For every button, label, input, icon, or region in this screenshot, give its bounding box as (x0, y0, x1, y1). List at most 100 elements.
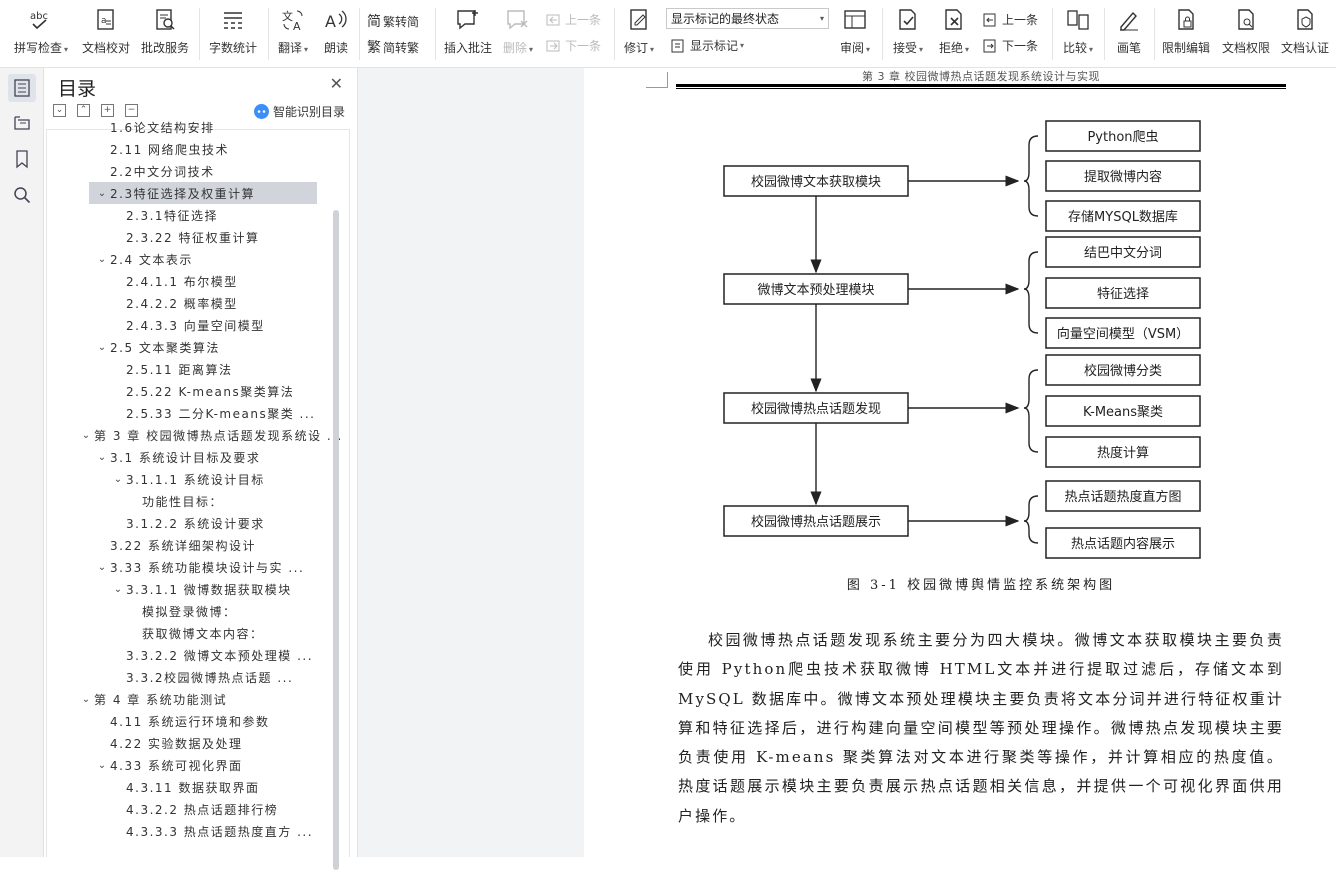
module-label: 校园微博热点话题展示 (751, 514, 881, 530)
expand-up-icon[interactable]: ⌃ (77, 104, 90, 117)
toc-item[interactable]: 2.5.22 K-means聚类算法 (105, 380, 327, 402)
spell-check-button[interactable]: abc 拼写检查▾ (10, 0, 72, 56)
doc-certify-button[interactable]: 文档认证 (1277, 0, 1333, 56)
review-pane-button[interactable]: 审阅▾ (835, 0, 875, 56)
toc-item-label: 2.3.22 特征权重计算 (126, 230, 260, 245)
toc-item[interactable]: 4.22 实验数据及处理 (89, 732, 327, 754)
track-changes-button[interactable]: 修订▾ (618, 0, 660, 56)
doc-proof-button[interactable]: a 文档校对 (78, 0, 134, 56)
toc-item[interactable]: ⌄2.3特征选择及权重计算 (89, 182, 317, 204)
doc-permission-button[interactable]: 文档权限 (1218, 0, 1274, 56)
toc-item-label: 3.3.2.2 微博文本预处理模 ... (126, 648, 314, 663)
toc-item[interactable]: ⌄4.33 系统可视化界面 (89, 754, 327, 776)
toc-item[interactable]: 3.3.2.2 微博文本预处理模 ... (105, 644, 327, 666)
toc-item[interactable]: 2.2中文分词技术 (89, 160, 327, 182)
toc-item[interactable]: ⌄2.5 文本聚类算法 (89, 336, 327, 358)
submodule-label: 热度计算 (1097, 445, 1149, 461)
toolbar-divider (1052, 8, 1053, 60)
doc-certify-icon (1293, 8, 1317, 32)
toc-item[interactable]: 4.3.2.2 热点话题排行榜 (105, 798, 327, 820)
toolbar-divider (359, 8, 360, 60)
submodule-box (1045, 480, 1201, 512)
correction-service-button[interactable]: 批改服务 (137, 0, 193, 56)
bookmark-icon[interactable] (8, 145, 36, 173)
compare-button[interactable]: 比较▾ (1058, 0, 1098, 56)
close-icon[interactable]: ✕ (329, 74, 343, 93)
toc-item[interactable]: 2.5.11 距离算法 (105, 358, 327, 380)
search-icon[interactable] (8, 181, 36, 209)
chapter-nav-icon[interactable] (8, 109, 36, 137)
toc-item-label: 2.4.2.2 概率模型 (126, 296, 238, 311)
toc-item[interactable]: 4.11 系统运行环境和参数 (89, 710, 327, 732)
submodule-box (1045, 436, 1201, 468)
toc-item[interactable]: 2.3.1特征选择 (105, 204, 327, 226)
toc-item[interactable]: 功能性目标： (121, 490, 327, 512)
chevron-down-icon[interactable]: ⌄ (97, 253, 107, 265)
submodule-box (1045, 527, 1201, 559)
restrict-edit-icon (1174, 8, 1198, 32)
next-comment-button[interactable]: 下一条 (546, 37, 601, 54)
toc-scrollbar[interactable] (333, 210, 339, 870)
chevron-down-icon[interactable]: ⌄ (97, 561, 107, 573)
next-change-button[interactable]: 下一条 (983, 37, 1038, 54)
toc-item[interactable]: ⌄3.33 系统功能模块设计与实 ... (89, 556, 327, 578)
add-heading-icon[interactable]: + (101, 104, 114, 117)
toc-item[interactable]: ⌄3.1 系统设计目标及要求 (89, 446, 327, 468)
toc-item[interactable]: 2.4.2.2 概率模型 (105, 292, 327, 314)
chevron-down-icon[interactable]: ⌄ (81, 693, 91, 705)
toc-item[interactable]: 2.3.22 特征权重计算 (105, 226, 327, 248)
toc-item-label: 2.11 网络爬虫技术 (110, 142, 230, 157)
delete-comment-button[interactable]: 删除▾ (500, 0, 536, 56)
restrict-edit-button[interactable]: 限制编辑 (1158, 0, 1214, 56)
reject-button[interactable]: 拒绝▾ (934, 0, 974, 56)
toc-item[interactable]: ⌄第 3 章 校园微博热点话题发现系统设 ... (73, 424, 342, 446)
toc-item[interactable]: ⌄3.3.1.1 微博数据获取模块 (105, 578, 327, 600)
word-count-button[interactable]: 字数统计 (205, 0, 261, 56)
prev-comment-button[interactable]: 上一条 (546, 11, 601, 28)
toc-item[interactable]: 2.4.1.1 布尔模型 (105, 270, 327, 292)
toc-item[interactable]: 4.3.11 数据获取界面 (105, 776, 327, 798)
toc-panel-icon[interactable] (8, 74, 36, 102)
toc-item[interactable]: 3.1.2.2 系统设计要求 (105, 512, 327, 534)
toc-item-label: 3.33 系统功能模块设计与实 ... (110, 560, 305, 575)
chevron-down-icon[interactable]: ⌄ (97, 187, 107, 199)
insert-comment-button[interactable]: 插入批注 (441, 0, 495, 56)
svg-text:文: 文 (282, 9, 293, 23)
toc-item[interactable]: ⌄2.4 文本表示 (89, 248, 327, 270)
running-header: 第 3 章 校园微博热点话题发现系统设计与实现 (862, 70, 1100, 83)
toc-item-label: 2.5 文本聚类算法 (110, 340, 220, 355)
toc-item[interactable]: 1.6论文结构安排 (89, 116, 327, 138)
toc-item[interactable]: ⌄3.1.1.1 系统设计目标 (105, 468, 327, 490)
chevron-down-icon[interactable]: ⌄ (97, 341, 107, 353)
module-label: 校园微博热点话题发现 (751, 401, 881, 417)
chevron-down-icon[interactable]: ⌄ (81, 429, 91, 441)
chevron-down-icon[interactable]: ⌄ (113, 583, 123, 595)
toolbar-divider (199, 8, 200, 60)
trad-to-simp-button[interactable]: 简繁转简 (367, 11, 419, 31)
prev-change-button[interactable]: 上一条 (983, 11, 1038, 28)
toc-item[interactable]: 4.3.3.3 热点话题热度直方 ... (105, 820, 327, 842)
chevron-down-icon[interactable]: ⌄ (113, 473, 123, 485)
toc-item[interactable]: 模拟登录微博： (121, 600, 327, 622)
read-aloud-button[interactable]: A 朗读 (318, 0, 354, 56)
remove-heading-icon[interactable]: − (125, 104, 138, 117)
toc-item[interactable]: 2.4.3.3 向量空间模型 (105, 314, 327, 336)
toc-item[interactable]: 获取微博文本内容： (121, 622, 327, 644)
smart-toc-button[interactable]: 智能识别目录 (253, 103, 345, 120)
chevron-down-icon[interactable]: ⌄ (97, 759, 107, 771)
read-aloud-icon: A (324, 8, 348, 32)
toc-item[interactable]: 3.3.2校园微博热点话题 ... (105, 666, 327, 688)
body-paragraph[interactable]: 校园微博热点话题发现系统主要分为四大模块。微博文本获取模块主要负责使用 Pyth… (678, 631, 1284, 825)
pen-button[interactable]: 画笔 (1110, 0, 1148, 56)
accept-button[interactable]: 接受▾ (888, 0, 928, 56)
chevron-down-icon[interactable]: ⌄ (97, 451, 107, 463)
collapse-all-icon[interactable]: ⌄ (53, 104, 66, 117)
simp-to-trad-button[interactable]: 繁简转繁 (367, 37, 419, 57)
markup-mode-select[interactable]: 显示标记的最终状态▾ (666, 8, 829, 29)
show-markup-button[interactable]: 显示标记▾ (671, 37, 744, 54)
toc-item[interactable]: 2.11 网络爬虫技术 (89, 138, 327, 160)
toc-item[interactable]: 2.5.33 二分K-means聚类 ... (105, 402, 327, 424)
toc-item[interactable]: ⌄第 4 章 系统功能测试 (73, 688, 327, 710)
toc-item[interactable]: 3.22 系统详细架构设计 (89, 534, 327, 556)
